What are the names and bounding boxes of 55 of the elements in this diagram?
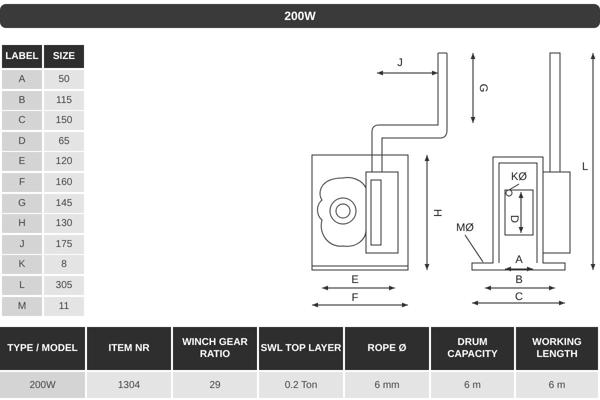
table-cell: 29 (173, 372, 257, 398)
table-cell: 150 (44, 111, 84, 130)
table-cell: M (2, 296, 42, 316)
table-cell: B (2, 90, 42, 110)
table-cell: 175 (44, 234, 84, 254)
column-header: WINCH GEAR RATIO (173, 327, 257, 370)
table-cell: 65 (44, 132, 84, 151)
dimension-label: D (507, 214, 521, 225)
table-cell: 0.2 Ton (259, 372, 343, 398)
table-cell: 145 (44, 194, 84, 213)
column-header: SIZE (44, 45, 84, 68)
table-cell: 50 (44, 70, 84, 89)
table-cell: 120 (44, 152, 84, 172)
table-cell: C (2, 111, 42, 130)
dimension-label: G (476, 82, 490, 94)
table-cell: 6 m (516, 372, 598, 398)
table-cell: K (2, 255, 42, 274)
column-header: SWL TOP LAYER (259, 327, 343, 370)
table-cell: A (2, 70, 42, 89)
table-cell: 11 (44, 296, 84, 316)
leader-line (464, 234, 484, 262)
dimension-label: F (350, 291, 360, 305)
table-cell: H (2, 214, 42, 234)
dimension-label: A (514, 253, 524, 267)
table-cell: F (2, 173, 42, 192)
column-header: WORKING LENGTH (516, 327, 598, 370)
dimension-label: J (396, 56, 404, 70)
table-cell: L (2, 276, 42, 295)
table-cell: 6 m (431, 372, 514, 398)
column-header: DRUM CAPACITY (431, 327, 514, 370)
table-cell: 305 (44, 276, 84, 295)
dimension-label: C (514, 290, 524, 304)
column-header: ITEM NR (87, 327, 171, 370)
table-cell: 130 (44, 214, 84, 234)
table-cell: 8 (44, 255, 84, 274)
table-cell: 6 mm (345, 372, 429, 398)
column-header: LABEL (2, 45, 42, 68)
table-cell: E (2, 152, 42, 172)
table-cell: 115 (44, 90, 84, 110)
table-cell: D (2, 132, 42, 151)
callout-label: KØ (509, 170, 529, 184)
table-cell: 1304 (87, 372, 171, 398)
column-header: ROPE Ø (345, 327, 429, 370)
table-cell: G (2, 194, 42, 213)
dimension-label: H (430, 208, 444, 219)
leader-line (508, 184, 520, 190)
dimension-label: L (580, 160, 590, 174)
dimension-label: B (514, 273, 524, 287)
callout-label: MØ (455, 221, 475, 235)
dimension-label: E (350, 273, 360, 287)
table-cell: 160 (44, 173, 84, 192)
column-header: TYPE / MODEL (0, 327, 85, 370)
table-cell: 200W (0, 372, 85, 398)
table-cell: J (2, 234, 42, 254)
title-banner: 200W (0, 4, 600, 28)
